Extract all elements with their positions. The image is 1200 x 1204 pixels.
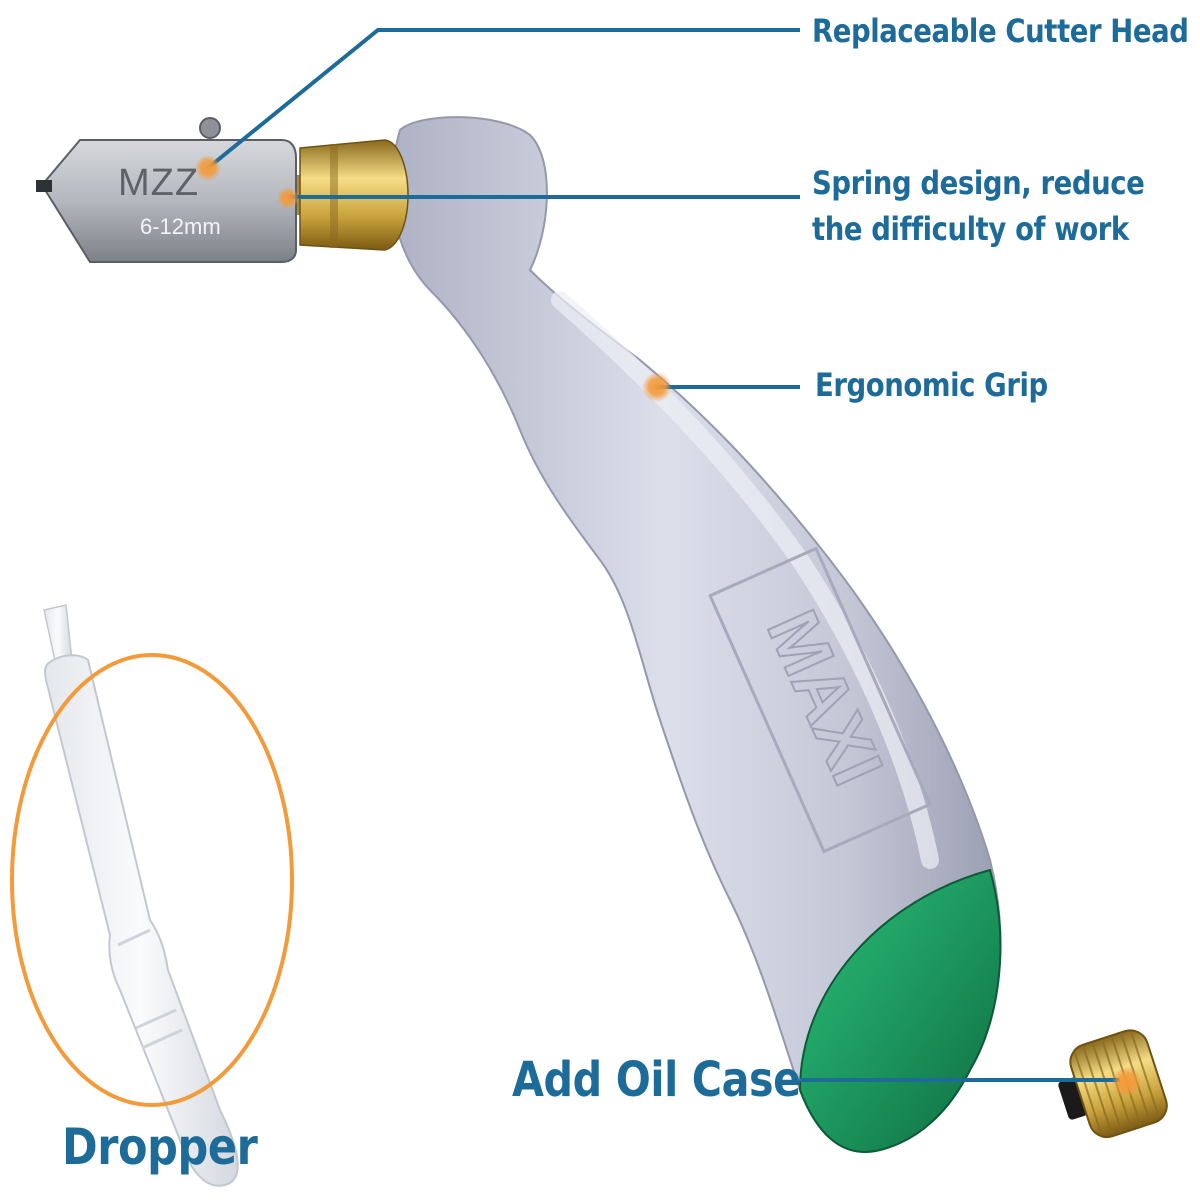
- callout-dropper: Dropper: [62, 1118, 258, 1176]
- callout-spring: Spring design, reduce the difficulty of …: [812, 160, 1145, 252]
- callout-lines: [206, 28, 1120, 1082]
- marker-cutter-head: [195, 155, 221, 181]
- cutter-head-size: 6-12mm: [140, 214, 221, 239]
- marker-spring: [277, 187, 299, 209]
- marker-grip: [642, 372, 672, 402]
- dropper-highlight-ring: [10, 653, 294, 1107]
- callout-spring-line1: Spring design, reduce: [812, 164, 1145, 202]
- callout-grip: Ergonomic Grip: [815, 366, 1048, 404]
- callout-markers: [195, 155, 1142, 1097]
- handle-highlight: [551, 291, 939, 869]
- callout-spring-line2: the difficulty of work: [812, 210, 1129, 248]
- cutter-head-brand: MZZ: [118, 162, 200, 204]
- callout-oil-case: Add Oil Case: [512, 1052, 801, 1108]
- dropper: [43, 604, 239, 1187]
- marker-oil-case: [1112, 1067, 1142, 1097]
- oil-case-screw: [1058, 1029, 1168, 1139]
- callout-cutter-head: Replaceable Cutter Head: [812, 12, 1189, 50]
- callout-line-cutter: [206, 28, 800, 170]
